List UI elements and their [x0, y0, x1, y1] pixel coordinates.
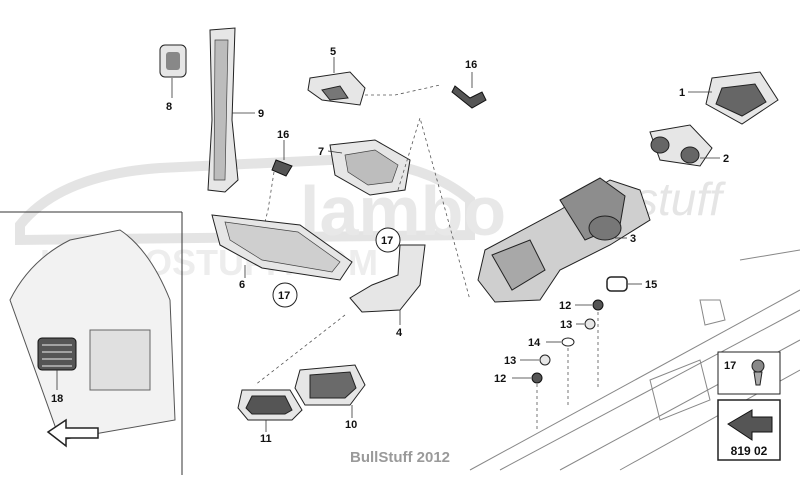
part-16-screw-right: 16 — [451, 59, 487, 109]
callout-5: 5 — [330, 46, 336, 58]
callout-17-left: 17 — [278, 290, 290, 302]
part-3-hvac-unit: 3 — [477, 177, 651, 303]
callout-17-right: 17 — [381, 235, 393, 247]
part-8-clip: 8 — [159, 44, 187, 113]
callout-16-left: 16 — [277, 129, 289, 141]
callout-2: 2 — [723, 153, 729, 165]
callout-13-lower: 13 — [504, 355, 516, 367]
callout-1: 1 — [679, 87, 685, 99]
part-7-duct: 7 — [318, 116, 471, 301]
callout-11: 11 — [260, 433, 272, 445]
part-10-vent: 10 — [294, 364, 366, 431]
page-code-label: 819 02 — [730, 444, 768, 458]
callout-10: 10 — [345, 419, 357, 431]
callout-17-legend: 17 — [724, 360, 736, 372]
callout-4: 4 — [396, 327, 403, 339]
callout-7: 7 — [318, 146, 324, 158]
reference-arrow-icon — [727, 409, 773, 441]
footer-credit: BullStuff 2012 — [349, 449, 451, 466]
legend-fastener-box: 17 — [717, 351, 781, 395]
part-2-vent: 2 — [649, 124, 729, 167]
callout-14: 14 — [528, 337, 541, 349]
callout-8: 8 — [166, 101, 172, 113]
part-9-duct: 9 — [207, 27, 264, 193]
callout-16-right: 16 — [465, 59, 477, 71]
callout-6: 6 — [239, 279, 245, 291]
part-1-vent: 1 — [679, 71, 779, 125]
callout-12-lower: 12 — [494, 373, 506, 385]
part-6-duct: 6 17 — [211, 214, 353, 308]
callout-15: 15 — [645, 279, 657, 291]
callout-18: 18 — [51, 393, 63, 405]
page-reference-box — [717, 399, 781, 461]
fastener-column-upper: 12 13 14 — [528, 299, 604, 405]
part-4-duct: 4 17 — [254, 227, 426, 386]
inset-panel: 18 — [0, 211, 183, 475]
callout-13-upper: 13 — [560, 319, 572, 331]
callout-12-upper: 12 — [559, 300, 571, 312]
part-5-bracket: 5 — [307, 46, 441, 106]
callout-3: 3 — [630, 233, 636, 245]
fastener-column-lower: 13 12 — [494, 354, 551, 430]
part-18-grille — [37, 337, 77, 371]
orientation-arrow — [46, 418, 99, 448]
watermark-script-text: stuff — [635, 173, 726, 225]
part-16-screw-left: 16 — [264, 129, 293, 223]
part-11-vent: 11 — [237, 389, 303, 445]
part-15-seal: 15 — [606, 276, 657, 292]
callout-9: 9 — [258, 108, 264, 120]
